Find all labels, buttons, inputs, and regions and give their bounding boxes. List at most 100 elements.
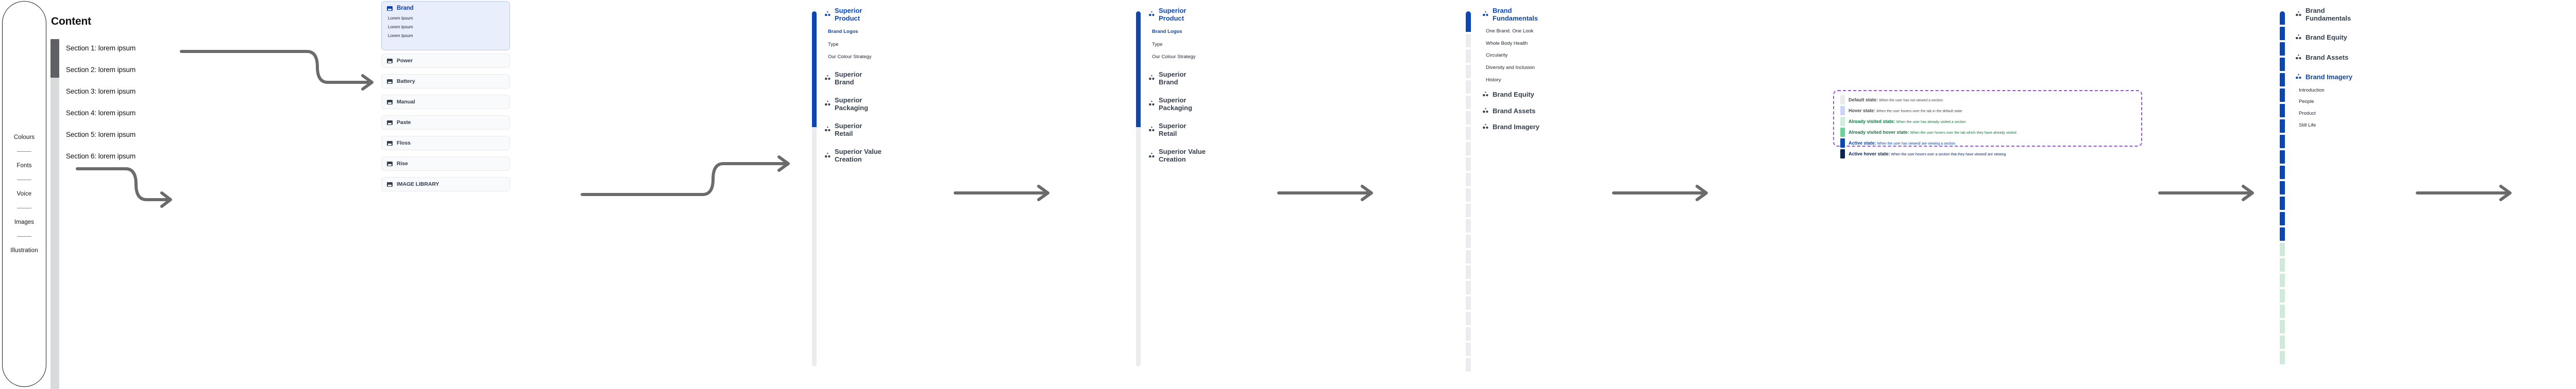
nav-item-superior-value-creation[interactable]: Superior Value Creation (824, 148, 882, 163)
scroll-rail[interactable] (812, 11, 817, 366)
nav-item-superior-product[interactable]: Superior Product (824, 7, 882, 22)
rail-segment[interactable] (2280, 197, 2285, 210)
rail-segment[interactable] (2280, 227, 2285, 241)
rail-segment[interactable] (1466, 219, 1471, 233)
rail-segment[interactable] (2280, 135, 2285, 148)
rail-segment[interactable] (1466, 266, 1471, 279)
rail-segment[interactable] (2280, 150, 2285, 164)
nav-item-type[interactable]: Type (1148, 42, 1206, 48)
brand-card[interactable]: Floss (381, 136, 510, 150)
segmented-rail[interactable] (2280, 11, 2285, 366)
sidebar-item-colours[interactable]: Colours (3, 123, 46, 151)
rail-segment[interactable] (1466, 65, 1471, 78)
scroll-rail[interactable] (1136, 11, 1141, 366)
content-section-item[interactable]: Section 6: lorem ipsum (66, 149, 174, 163)
rail-segment[interactable] (2280, 89, 2285, 102)
nav-item-superior-brand[interactable]: Superior Brand (824, 70, 882, 86)
sidebar-item-fonts[interactable]: Fonts (3, 152, 46, 180)
segmented-rail[interactable] (1466, 11, 1471, 374)
nav-item-superior-value-creation[interactable]: Superior Value Creation (1148, 148, 1206, 163)
brand-card-sub-item[interactable]: Lorem Ipsum (388, 24, 413, 29)
nav-item-whole-body-health[interactable]: Whole Body Health (1482, 41, 1554, 47)
content-section-item[interactable]: Section 3: lorem ipsum (66, 84, 174, 98)
nav-item-people[interactable]: People (2295, 99, 2366, 105)
content-section-item[interactable]: Section 5: lorem ipsum (66, 128, 174, 141)
sidebar-item-images[interactable]: Images (3, 208, 46, 236)
rail-segment[interactable] (2280, 73, 2285, 86)
nav-item-type[interactable]: Type (824, 42, 882, 48)
rail-segment[interactable] (2280, 27, 2285, 40)
content-section-item[interactable]: Section 1: lorem ipsum (66, 41, 174, 55)
rail-segment[interactable] (1466, 343, 1471, 356)
nav-item-superior-packaging[interactable]: Superior Packaging (1148, 96, 1206, 112)
nav-item-brand-logos[interactable]: Brand Logos (824, 29, 882, 35)
content-section-item[interactable]: Section 4: lorem ipsum (66, 106, 174, 119)
sidebar-item-illustration[interactable]: Illustration (3, 237, 46, 264)
rail-segment[interactable] (2280, 11, 2285, 25)
nav-item-brand-equity[interactable]: Brand Equity (1482, 91, 1554, 99)
brand-card-sub-item[interactable]: Lorem Ipsum (388, 33, 413, 38)
nav-item-diversity-and-inclusion[interactable]: Diversity and Inclusion (1482, 65, 1554, 71)
rail-segment[interactable] (2280, 305, 2285, 318)
rail-segment[interactable] (1466, 204, 1471, 217)
brand-card[interactable]: Rise (381, 156, 510, 171)
rail-segment[interactable] (2280, 166, 2285, 179)
rail-segment[interactable] (1466, 281, 1471, 294)
nav-item-superior-packaging[interactable]: Superior Packaging (824, 96, 882, 112)
rail-segment[interactable] (1466, 96, 1471, 109)
nav-item-our-colour-strategy[interactable]: Our Colour Strategy (824, 55, 882, 60)
rail-segment[interactable] (1466, 327, 1471, 341)
rail-segment[interactable] (2280, 119, 2285, 133)
rail-segment[interactable] (1466, 235, 1471, 248)
rail-segment[interactable] (1466, 296, 1471, 310)
content-scrollbar-thumb[interactable] (50, 39, 59, 78)
nav-item-circularity[interactable]: Circularity (1482, 53, 1554, 59)
sidebar-item-voice[interactable]: Voice (3, 180, 46, 208)
nav-item-history[interactable]: History (1482, 77, 1554, 83)
brand-card[interactable]: Paste (381, 115, 510, 130)
nav-item-our-colour-strategy[interactable]: Our Colour Strategy (1148, 55, 1206, 60)
nav-item-brand-fundamentals[interactable]: Brand Fundamentals (2295, 7, 2366, 22)
nav-item-brand-imagery[interactable]: Brand Imagery (2295, 73, 2366, 82)
rail-segment[interactable] (1466, 80, 1471, 94)
nav-item-brand-imagery[interactable]: Brand Imagery (1482, 123, 1554, 132)
brand-card[interactable]: Manual (381, 95, 510, 109)
nav-item-superior-retail[interactable]: Superior Retail (1148, 122, 1206, 137)
rail-segment[interactable] (1466, 358, 1471, 372)
rail-segment[interactable] (1466, 188, 1471, 202)
nav-item-superior-brand[interactable]: Superior Brand (1148, 70, 1206, 86)
rail-segment[interactable] (1466, 111, 1471, 125)
rail-segment[interactable] (1466, 312, 1471, 325)
brand-card[interactable]: Battery (381, 74, 510, 89)
nav-item-still-life[interactable]: Still Life (2295, 122, 2366, 129)
nav-item-brand-assets[interactable]: Brand Assets (2295, 54, 2366, 62)
nav-item-one-brand-one-look[interactable]: One Brand. One Look (1482, 28, 1554, 34)
rail-segment[interactable] (2280, 212, 2285, 225)
nav-item-introduction[interactable]: Introduction (2295, 87, 2366, 94)
content-section-item[interactable]: Section 2: lorem ipsum (66, 63, 174, 76)
nav-item-superior-retail[interactable]: Superior Retail (824, 122, 882, 137)
brand-card[interactable]: IMAGE LIBRARY (381, 177, 510, 191)
brand-card-featured[interactable]: Brand Lorem Ipsum Lorem Ipsum Lorem Ipsu… (381, 1, 510, 50)
nav-item-brand-assets[interactable]: Brand Assets (1482, 107, 1554, 116)
rail-segment[interactable] (2280, 320, 2285, 333)
rail-segment[interactable] (2280, 258, 2285, 272)
rail-segment[interactable] (2280, 42, 2285, 56)
rail-segment[interactable] (1466, 157, 1471, 171)
rail-segment[interactable] (1466, 34, 1471, 47)
nav-item-product[interactable]: Product (2295, 111, 2366, 117)
rail-segment[interactable] (2280, 58, 2285, 71)
rail-segment[interactable] (2280, 243, 2285, 256)
brand-card-sub-item[interactable]: Lorem Ipsum (388, 15, 413, 21)
rail-segment[interactable] (2280, 104, 2285, 117)
rail-segment[interactable] (1466, 250, 1471, 263)
content-scrollbar-track[interactable] (50, 39, 59, 389)
nav-item-brand-logos[interactable]: Brand Logos (1148, 29, 1206, 35)
rail-segment[interactable] (1466, 142, 1471, 155)
nav-item-superior-product[interactable]: Superior Product (1148, 7, 1206, 22)
rail-segment[interactable] (2280, 351, 2285, 364)
brand-card[interactable]: Power (381, 54, 510, 68)
rail-segment[interactable] (1466, 173, 1471, 186)
rail-segment[interactable] (2280, 335, 2285, 349)
rail-segment[interactable] (1466, 127, 1471, 140)
